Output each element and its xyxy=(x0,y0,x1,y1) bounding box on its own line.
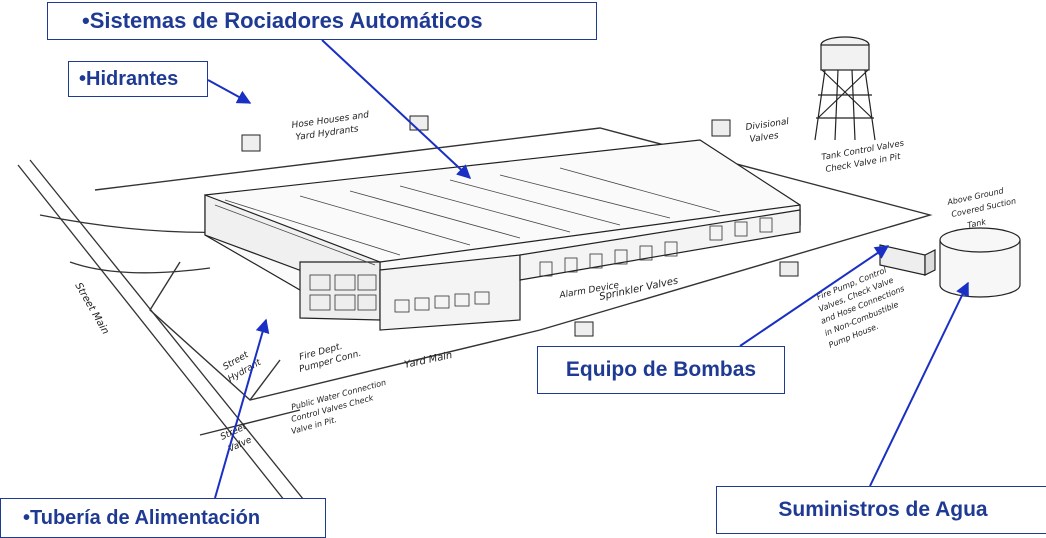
water-tower-icon xyxy=(814,36,876,141)
suction-tank-icon xyxy=(939,227,1021,298)
above-ground-label-3: Tank xyxy=(967,217,987,230)
callout-sprinkler-systems: •Sistemas de Rociadores Automáticos xyxy=(47,2,597,40)
yard-main-pipe xyxy=(94,127,933,436)
building-windows xyxy=(309,217,773,313)
pump-house-icon xyxy=(879,244,936,276)
roof-sprinkler-lines xyxy=(214,167,721,266)
callout-pump-equipment: Equipo de Bombas xyxy=(537,346,785,394)
callout-water-supplies: Suministros de Agua xyxy=(716,486,1046,534)
arrow-sistemas xyxy=(321,39,472,179)
sprinkler-valves-label: Sprinkler Valves xyxy=(598,275,679,302)
divisional-valves-label: Divisional xyxy=(745,117,790,133)
callout-arrows xyxy=(207,39,969,499)
arrow-tuberia xyxy=(214,318,270,499)
divisional-valves-label-2: Valves xyxy=(749,131,780,145)
callout-feed-piping: •Tubería de Alimentación xyxy=(0,498,326,538)
arrow-suministros xyxy=(869,281,969,487)
street-main-label: Street Main xyxy=(72,281,110,336)
arrow-hidrantes xyxy=(207,79,252,104)
building xyxy=(204,139,801,331)
arrow-bombas xyxy=(739,245,890,347)
street-lines xyxy=(17,159,321,521)
callout-hydrants: •Hidrantes xyxy=(68,61,208,97)
hose-house-icons xyxy=(241,115,799,337)
yard-main-label: Yard Main xyxy=(403,350,453,371)
